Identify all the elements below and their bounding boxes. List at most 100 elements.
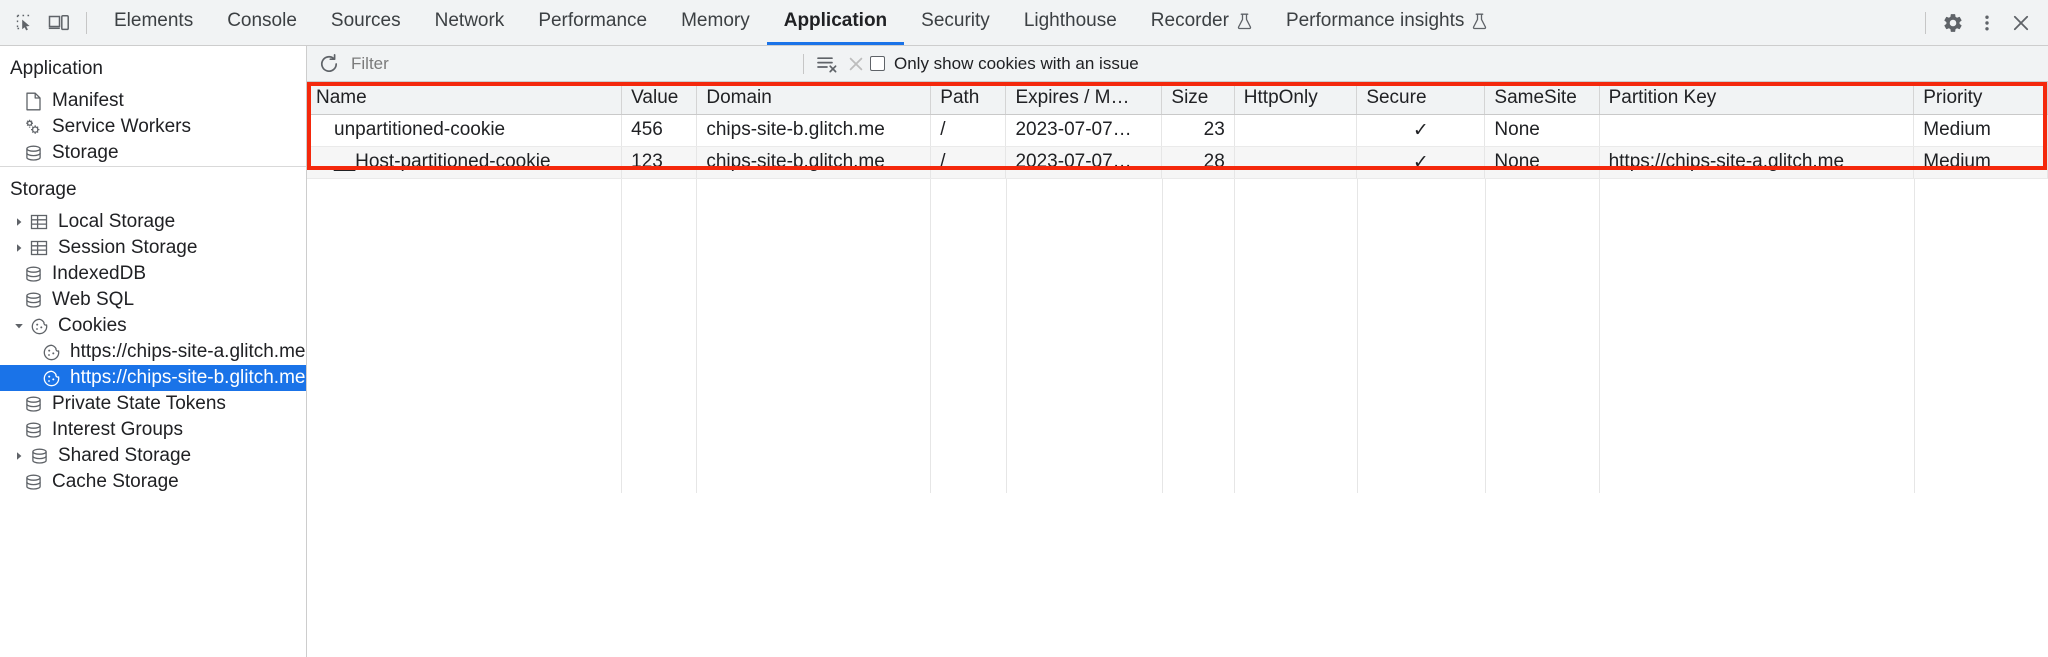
tab-application[interactable]: Application (766, 0, 905, 45)
tab-memory[interactable]: Memory (664, 0, 767, 45)
table-row[interactable]: unpartitioned-cookie 456 chips-site-b.gl… (307, 114, 2048, 147)
cell-expires[interactable]: 2023-07-07… (1005, 114, 1163, 147)
empty-cell (930, 178, 1007, 493)
sidebar-item-local-storage[interactable]: Local Storage (0, 209, 306, 235)
chevron-right-icon[interactable] (10, 239, 28, 257)
cell-partition-key[interactable]: https://chips-site-a.glitch.me (1599, 146, 1915, 179)
cell-secure[interactable]: ✓ (1356, 146, 1486, 179)
refresh-icon[interactable] (315, 50, 343, 78)
column-header-domain[interactable]: Domain (696, 82, 932, 115)
checkbox-box[interactable] (870, 56, 885, 71)
tab-performance[interactable]: Performance (521, 0, 664, 45)
chevron-right-icon[interactable] (10, 213, 28, 231)
cell-size[interactable]: 28 (1161, 146, 1235, 179)
cell-domain[interactable]: chips-site-b.glitch.me (696, 114, 932, 147)
cell-priority[interactable]: Medium (1913, 146, 2048, 179)
toolbar-right-actions (1915, 6, 2038, 40)
checkbox-label: Only show cookies with an issue (894, 53, 1139, 73)
tab-console[interactable]: Console (210, 0, 314, 45)
cell-value[interactable]: 456 (621, 114, 698, 147)
tab-elements[interactable]: Elements (97, 0, 210, 45)
cell-name[interactable]: unpartitioned-cookie (307, 114, 623, 147)
cell-secure[interactable]: ✓ (1356, 114, 1486, 147)
cell-expires[interactable]: 2023-07-07… (1005, 146, 1163, 179)
sidebar-item-storage[interactable]: Storage (0, 140, 306, 166)
cell-samesite[interactable]: None (1484, 114, 1600, 147)
sidebar-item-label: Shared Storage (58, 445, 192, 466)
sidebar-item-web-sql[interactable]: Web SQL (0, 287, 306, 313)
column-header-httponly[interactable]: HttpOnly (1234, 82, 1358, 115)
tab-network[interactable]: Network (418, 0, 522, 45)
only-show-cookies-with-issue-checkbox[interactable]: Only show cookies with an issue (870, 54, 1139, 74)
empty-cell (621, 178, 698, 493)
tab-recorder[interactable]: Recorder (1134, 0, 1269, 45)
cell-priority[interactable]: Medium (1913, 114, 2048, 147)
tab-sources[interactable]: Sources (314, 0, 418, 45)
cell-samesite[interactable]: None (1484, 146, 1600, 179)
sidebar-item-private-state-tokens[interactable]: Private State Tokens (0, 391, 306, 417)
column-header-path[interactable]: Path (930, 82, 1007, 115)
device-toolbar-icon[interactable] (42, 6, 76, 40)
sidebar-item-label: IndexedDB (52, 263, 147, 284)
sidebar-item-manifest[interactable]: Manifest (0, 88, 306, 114)
column-header-expires[interactable]: Expires / M… (1005, 82, 1163, 115)
database-icon (22, 394, 44, 414)
column-header-samesite[interactable]: SameSite (1484, 82, 1600, 115)
cell-path[interactable]: / (930, 146, 1007, 179)
column-header-partition-key[interactable]: Partition Key (1599, 82, 1915, 115)
sidebar-item-label: Private State Tokens (52, 393, 226, 414)
toolbar-divider (1925, 11, 1926, 34)
sidebar-item-cookies-chips-site-a[interactable]: https://chips-site-a.glitch.me (0, 339, 306, 365)
cell-name[interactable]: __Host-partitioned-cookie (307, 146, 623, 179)
close-icon[interactable] (2004, 6, 2038, 40)
sidebar-item-service-workers[interactable]: Service Workers (0, 114, 306, 140)
table-header-row: Name Value Domain Path Expires / M… Size… (307, 82, 2048, 115)
sidebar-item-shared-storage[interactable]: Shared Storage (0, 443, 306, 469)
column-header-value[interactable]: Value (621, 82, 698, 115)
empty-cell (1914, 179, 2048, 493)
column-header-size[interactable]: Size (1161, 82, 1235, 115)
gear-icon[interactable] (1936, 6, 1970, 40)
sidebar-item-label: Web SQL (52, 289, 135, 310)
chevron-right-icon[interactable] (10, 447, 28, 465)
cell-partition-key[interactable] (1599, 114, 1915, 147)
table-icon (28, 212, 50, 232)
sidebar-item-cookies[interactable]: Cookies (0, 313, 306, 339)
sidebar-item-session-storage[interactable]: Session Storage (0, 235, 306, 261)
tab-security[interactable]: Security (904, 0, 1007, 45)
cookie-icon (40, 342, 62, 362)
tab-label: Recorder (1150, 10, 1229, 31)
column-header-name[interactable]: Name (307, 82, 623, 115)
sidebar-section-application: Application Manifest (0, 46, 306, 166)
cell-path[interactable]: / (930, 114, 1007, 147)
sidebar-item-indexeddb[interactable]: IndexedDB (0, 261, 306, 287)
chevron-down-icon[interactable] (10, 317, 28, 335)
sidebar-item-interest-groups[interactable]: Interest Groups (0, 417, 306, 443)
sidebar-item-label: Local Storage (58, 211, 176, 232)
cell-size[interactable]: 23 (1161, 114, 1235, 147)
table-row[interactable]: __Host-partitioned-cookie 123 chips-site… (307, 146, 2048, 179)
inspect-element-icon[interactable] (8, 6, 42, 40)
column-header-secure[interactable]: Secure (1356, 82, 1486, 115)
tab-lighthouse[interactable]: Lighthouse (1007, 0, 1134, 45)
column-header-priority[interactable]: Priority (1913, 82, 2048, 115)
sidebar-section-title: Storage (10, 179, 77, 200)
cookies-table-empty-rows (307, 178, 2048, 493)
cell-domain[interactable]: chips-site-b.glitch.me (696, 146, 932, 179)
empty-row (307, 178, 2048, 493)
database-icon (22, 143, 44, 163)
experiment-flask-icon (1472, 13, 1487, 30)
more-vertical-icon[interactable] (1970, 6, 2004, 40)
cookies-filter-toolbar: Only show cookies with an issue (307, 46, 2048, 82)
clear-all-cookies-icon[interactable] (814, 50, 842, 78)
sidebar-item-cache-storage[interactable]: Cache Storage (0, 469, 306, 495)
cell-value[interactable]: 123 (621, 146, 698, 179)
tab-performance-insights[interactable]: Performance insights (1269, 0, 1504, 45)
cell-httponly[interactable] (1234, 146, 1358, 179)
empty-cell (1162, 178, 1236, 493)
cell-httponly[interactable] (1234, 114, 1358, 147)
empty-cell (307, 178, 623, 493)
search-input[interactable] (349, 50, 793, 77)
delete-selected-cookie-icon[interactable] (842, 50, 870, 78)
sidebar-item-cookies-chips-site-b[interactable]: https://chips-site-b.glitch.me (0, 365, 306, 391)
